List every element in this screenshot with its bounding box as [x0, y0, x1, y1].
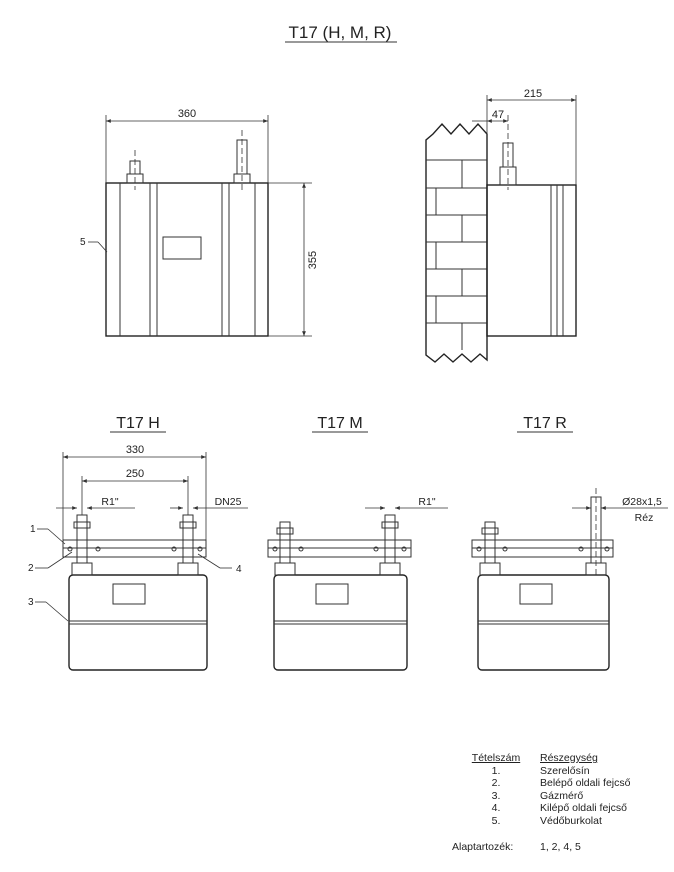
legend-item-name: Kilépő oldali fejcső: [540, 802, 627, 814]
legend-row: 3. Gázmérő: [452, 790, 630, 803]
h-outer-dim-label: 330: [126, 444, 144, 456]
legend-item-name: Gázmérő: [540, 789, 584, 802]
callout-3: 3: [28, 597, 34, 608]
legend-row: 1. Szerelősín: [452, 765, 630, 778]
legend-col2-header: Részegység: [540, 752, 598, 764]
legend-item-num: 5.: [491, 814, 501, 827]
legend-item-num: 4.: [491, 802, 501, 814]
legend-item-name: Védőburkolat: [540, 814, 602, 827]
side-view: 215 47: [425, 88, 577, 363]
h-inner-dim-label: 250: [126, 468, 144, 480]
h-dn-label: DN25: [215, 496, 242, 508]
front-height-label: 355: [307, 251, 319, 269]
legend-item-name: Szerelősín: [540, 764, 590, 777]
variant-m-drawing: R1": [267, 496, 448, 671]
side-offset-label: 47: [492, 109, 504, 121]
variant-h-drawing: 330 250 R1" DN25 1 2 3 4: [28, 444, 248, 671]
variant-m-title: T17 M: [317, 415, 362, 432]
legend-base-value: 1, 2, 4, 5: [540, 841, 581, 853]
callout-1: 1: [30, 524, 36, 535]
legend-item-name: Belépő oldali fejcső: [540, 777, 631, 789]
legend-base-label: Alaptartozék:: [452, 841, 514, 853]
front-width-label: 360: [178, 108, 196, 120]
variant-h-title: T17 H: [116, 415, 160, 432]
legend-base-row: Alaptartozék: 1, 2, 4, 5: [452, 841, 630, 854]
legend-col1-header: Tételszám: [471, 752, 521, 764]
legend-item-num: 1.: [491, 764, 501, 777]
h-thread-label: R1": [101, 496, 118, 508]
legend-row: 2. Belépő oldali fejcső: [452, 777, 631, 790]
r-pipe-label: Ø28x1,5: [622, 496, 662, 508]
variant-r-drawing: Ø28x1,5 Réz: [471, 488, 668, 671]
legend-row: 5. Védőburkolat: [452, 815, 630, 828]
front-view: 360 355 5: [80, 108, 319, 337]
variant-r-title: T17 R: [523, 415, 567, 432]
callout-2: 2: [28, 563, 34, 574]
m-thread-label: R1": [418, 496, 435, 508]
side-depth-label: 215: [524, 88, 542, 100]
callout-5: 5: [80, 237, 86, 248]
page-title: T17 (H, M, R): [289, 23, 392, 42]
r-material-label: Réz: [635, 512, 654, 524]
callout-4: 4: [236, 564, 242, 575]
legend-item-num: 3.: [491, 789, 501, 802]
parts-legend: Tételszám Részegység 1. Szerelősín 2. Be…: [452, 752, 630, 854]
legend-item-num: 2.: [491, 777, 501, 789]
legend-row: 4. Kilépő oldali fejcső: [452, 802, 630, 815]
